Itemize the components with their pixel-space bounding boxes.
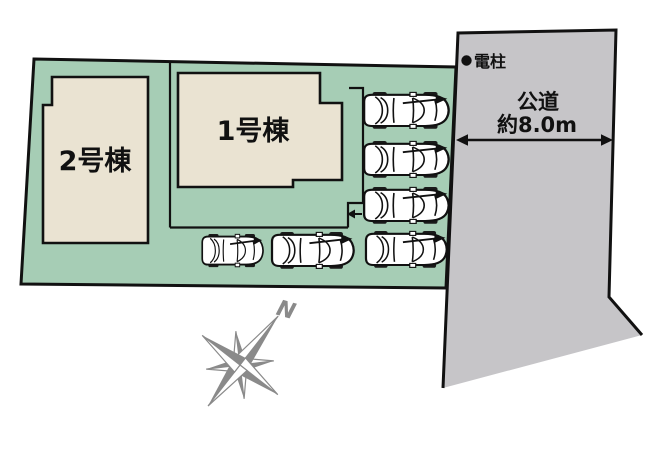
car-icon (362, 90, 450, 130)
building-2 (41, 75, 150, 245)
building-1-label: 1号棟 (217, 116, 291, 147)
car-icon (362, 139, 450, 179)
parking-entry-arrow-head (347, 209, 355, 219)
car-icon (270, 230, 355, 270)
car-icon (201, 233, 264, 269)
road-area (443, 30, 642, 388)
building-2-label: 2号棟 (59, 146, 133, 177)
road-width-arrow-left-head (456, 134, 468, 146)
compass-rose-icon: N (201, 296, 299, 407)
utility-pole-label: 電柱 (474, 52, 506, 71)
car-icon (362, 185, 450, 225)
compass-north-label: N (274, 296, 299, 325)
road-width-arrow (456, 134, 613, 146)
road-width-arrow-right-head (601, 134, 613, 146)
road-name-label: 公道 (517, 90, 559, 114)
building-1 (176, 71, 344, 189)
car-icon (364, 229, 448, 269)
road-width-label: 約8.0m (497, 113, 577, 137)
utility-pole-dot (461, 55, 472, 66)
